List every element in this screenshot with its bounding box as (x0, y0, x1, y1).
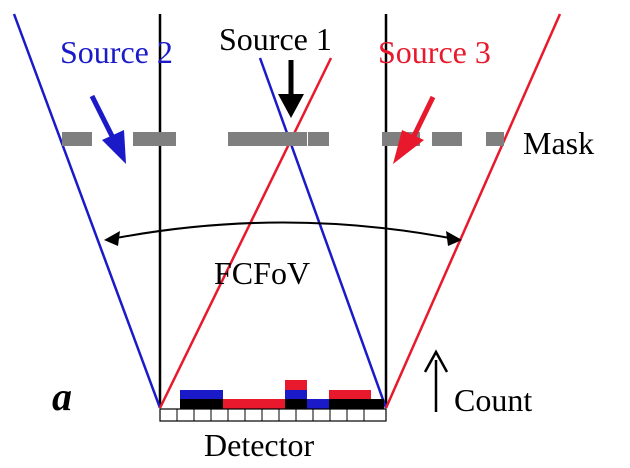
source2-ray-right (258, 57, 388, 409)
histogram-bar-black (285, 399, 307, 409)
mask-element (308, 132, 329, 146)
mask-label: Mask (523, 125, 594, 161)
mask-element (486, 132, 504, 146)
histogram-bar-black (180, 399, 223, 409)
histogram-bar-red (329, 390, 371, 399)
count-label: Count (454, 382, 532, 418)
source1-label: Source 1 (219, 21, 332, 57)
histogram-bar-blue (285, 390, 307, 399)
panel-letter: a (52, 374, 72, 419)
histogram-bar-blue (180, 390, 223, 399)
detector-array (159, 408, 387, 422)
mask-element (228, 132, 307, 146)
up-arrow-icon (423, 349, 449, 412)
source2-ray-left (12, 13, 162, 409)
detector-label: Detector (204, 427, 315, 463)
mask-element (133, 132, 176, 146)
fcfov-arc (104, 221, 462, 246)
mask-element (432, 132, 462, 146)
down-left-arrow-icon (393, 95, 436, 164)
down-arrow-icon (278, 60, 304, 118)
detector-pixels (176, 409, 365, 421)
source3-ray-left (158, 57, 333, 409)
histogram-bar-red (223, 399, 285, 409)
histogram-bar-red (285, 380, 307, 390)
fcfov-label: FCFoV (214, 255, 310, 291)
histogram-bar-blue (307, 399, 329, 409)
count-histogram (180, 380, 384, 409)
down-right-arrow-icon (89, 94, 126, 164)
mask-element (62, 132, 92, 146)
source2-label: Source 2 (60, 34, 173, 70)
source3-ray-right (384, 13, 562, 409)
mask (62, 132, 504, 146)
source3-label: Source 3 (378, 34, 491, 70)
histogram-bar-black (329, 399, 384, 409)
